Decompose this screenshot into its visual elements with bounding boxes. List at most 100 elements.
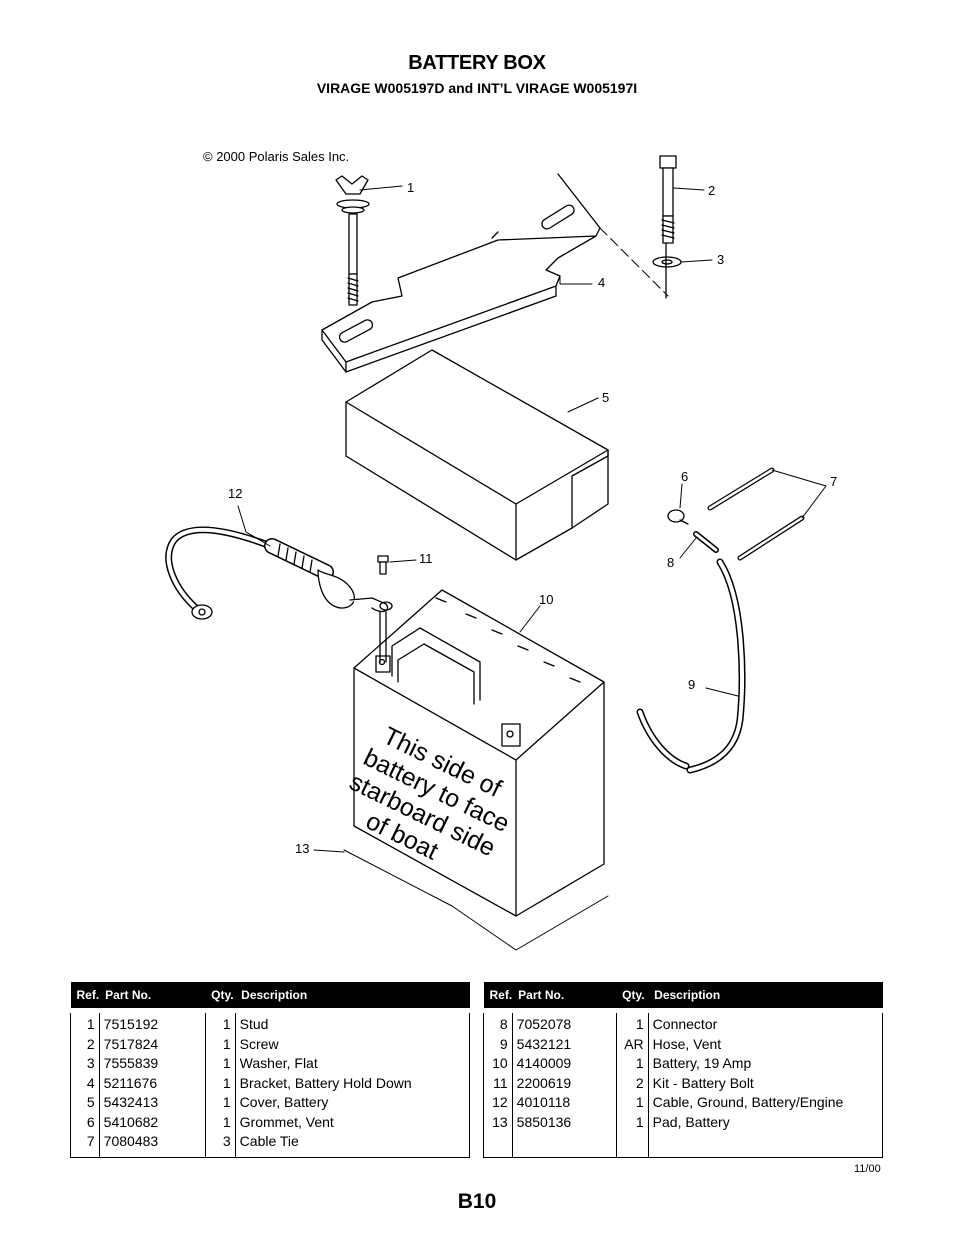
part-no-cell: 5211676 [98, 1073, 206, 1093]
vent-assembly-part [636, 509, 746, 774]
ref-cell: 4 [86, 1074, 95, 1091]
callout-5: 5 [602, 390, 610, 405]
page-subtitle: VIRAGE W005197D and INT’L VIRAGE W005197… [316, 80, 638, 96]
battery-part [353, 589, 605, 917]
qty-cell: 1 [204, 1010, 236, 1035]
qty-cell: 1 [204, 1093, 236, 1113]
ref-cell: 8 [499, 1016, 508, 1032]
page-number: B10 [457, 1190, 497, 1213]
qty-cell: 1 [204, 1073, 236, 1093]
part-no-cell: 5410682 [98, 1112, 206, 1132]
part-no-cell: 7517824 [98, 1034, 206, 1054]
description-cell: Grommet, Vent [234, 1112, 470, 1132]
exploded-parts-diagram: This side of battery to face starboard s… [165, 155, 827, 951]
part-no-cell: 4010118 [511, 1093, 617, 1113]
col-header-ref: Ref. [483, 982, 513, 1013]
ref-cell: 6 [86, 1113, 95, 1130]
ref-cell: 1 [86, 1016, 95, 1032]
ref-cell: 5 [86, 1094, 95, 1110]
description-cell: Cable Tie [234, 1132, 470, 1152]
callout-10: 10 [539, 592, 554, 607]
part-no-cell: 7052078 [511, 1010, 617, 1035]
callout-3: 3 [717, 252, 725, 267]
part-no-cell: 7555839 [98, 1054, 206, 1074]
callout-8: 8 [667, 555, 675, 570]
ref-cell: 13 [492, 1113, 508, 1130]
qty-cell: 1 [615, 1054, 649, 1074]
battery-pad-part [343, 849, 609, 951]
cable-tie-part [707, 467, 805, 561]
callout-1: 1 [407, 180, 415, 195]
battery-bolt-part [377, 555, 389, 663]
ref-cell: 9 [499, 1035, 508, 1052]
col-header-qty: Qty. [616, 982, 649, 1013]
callout-6: 6 [681, 469, 689, 484]
qty-cell: 1 [615, 1093, 649, 1113]
ref-cell: 3 [86, 1055, 95, 1071]
copyright-notice: © 2000 Polaris Sales Inc. [203, 149, 350, 164]
description-cell: Screw [234, 1034, 470, 1054]
description-cell: Kit - Battery Bolt [647, 1073, 883, 1093]
callout-11: 11 [419, 551, 433, 566]
callout-12: 12 [228, 486, 243, 501]
battery-cover-part [345, 349, 609, 561]
table-row-spacer [71, 1151, 470, 1157]
stud-part [335, 175, 370, 306]
bracket-part [321, 173, 601, 373]
callout-9: 9 [688, 677, 696, 692]
part-no-cell: 5432413 [98, 1093, 206, 1113]
flat-washer-part [652, 256, 682, 268]
description-cell: Washer, Flat [234, 1054, 470, 1074]
description-cell: Stud [234, 1010, 470, 1035]
description-cell: Pad, Battery [647, 1112, 883, 1132]
col-header-part-no: Part No. [512, 982, 617, 1013]
part-no-cell: 4140009 [511, 1054, 617, 1074]
col-header-part-no: Part No. [99, 982, 206, 1013]
ref-cell: 10 [492, 1055, 508, 1071]
ref-cell: 2 [86, 1035, 95, 1052]
description-cell: Connector [647, 1010, 883, 1035]
part-no-cell: 7515192 [98, 1010, 206, 1035]
description-cell: Cable, Ground, Battery/Engine [647, 1093, 883, 1113]
qty-cell: 1 [615, 1010, 649, 1035]
part-no-cell: 5850136 [511, 1112, 617, 1132]
callout-13: 13 [295, 841, 310, 856]
page-title: BATTERY BOX [408, 52, 546, 74]
qty-cell: AR [615, 1034, 649, 1054]
col-header-qty: Qty. [205, 982, 236, 1013]
screw-part [659, 155, 677, 244]
qty-cell: 1 [204, 1034, 236, 1054]
qty-cell: 1 [204, 1054, 236, 1074]
part-no-cell: 2200619 [511, 1073, 617, 1093]
qty-cell: 1 [204, 1112, 236, 1132]
ground-cable-part [165, 526, 393, 620]
table-row-spacer [484, 1132, 883, 1157]
callout-7: 7 [830, 474, 838, 489]
callout-2: 2 [708, 183, 716, 198]
ref-cell: 11 [493, 1074, 508, 1091]
part-no-cell: 5432121 [511, 1034, 617, 1054]
description-cell: Bracket, Battery Hold Down [234, 1073, 470, 1093]
part-no-cell: 7080483 [98, 1132, 206, 1152]
description-cell: Hose, Vent [647, 1034, 883, 1054]
revision-date: 11/00 [854, 1163, 881, 1175]
ref-cell: 7 [86, 1133, 95, 1149]
ref-cell: 12 [492, 1094, 508, 1110]
description-cell: Battery, 19 Amp [647, 1054, 883, 1074]
col-header-description: Description [235, 982, 470, 1013]
